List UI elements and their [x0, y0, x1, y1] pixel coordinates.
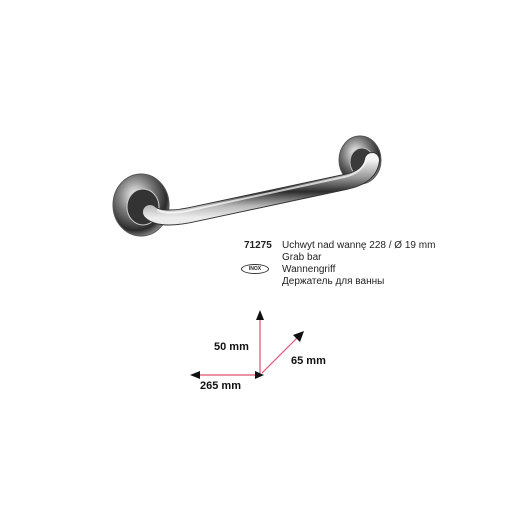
- grab-bar-image: [112, 135, 382, 237]
- inox-badge: INOX: [241, 264, 269, 274]
- product-code: 71275: [244, 240, 272, 251]
- width-arrow: [190, 371, 258, 379]
- height-dimension-label: 50 mm: [214, 341, 249, 353]
- dimension-origin-arrowhead: [255, 371, 264, 379]
- depth-dimension-label: 65 mm: [291, 355, 326, 367]
- depth-arrow: [261, 331, 304, 374]
- width-dimension-label: 265 mm: [200, 380, 241, 392]
- product-name-en: Grab bar: [282, 252, 322, 263]
- height-arrow: [256, 310, 264, 373]
- product-name-ru: Держатель для ванны: [282, 276, 385, 287]
- product-name-de: Wannengriff: [282, 264, 336, 275]
- product-name-pl: Uchwyt nad wannę 228 / Ø 19 mm: [282, 240, 436, 251]
- grab-bar: [142, 152, 380, 226]
